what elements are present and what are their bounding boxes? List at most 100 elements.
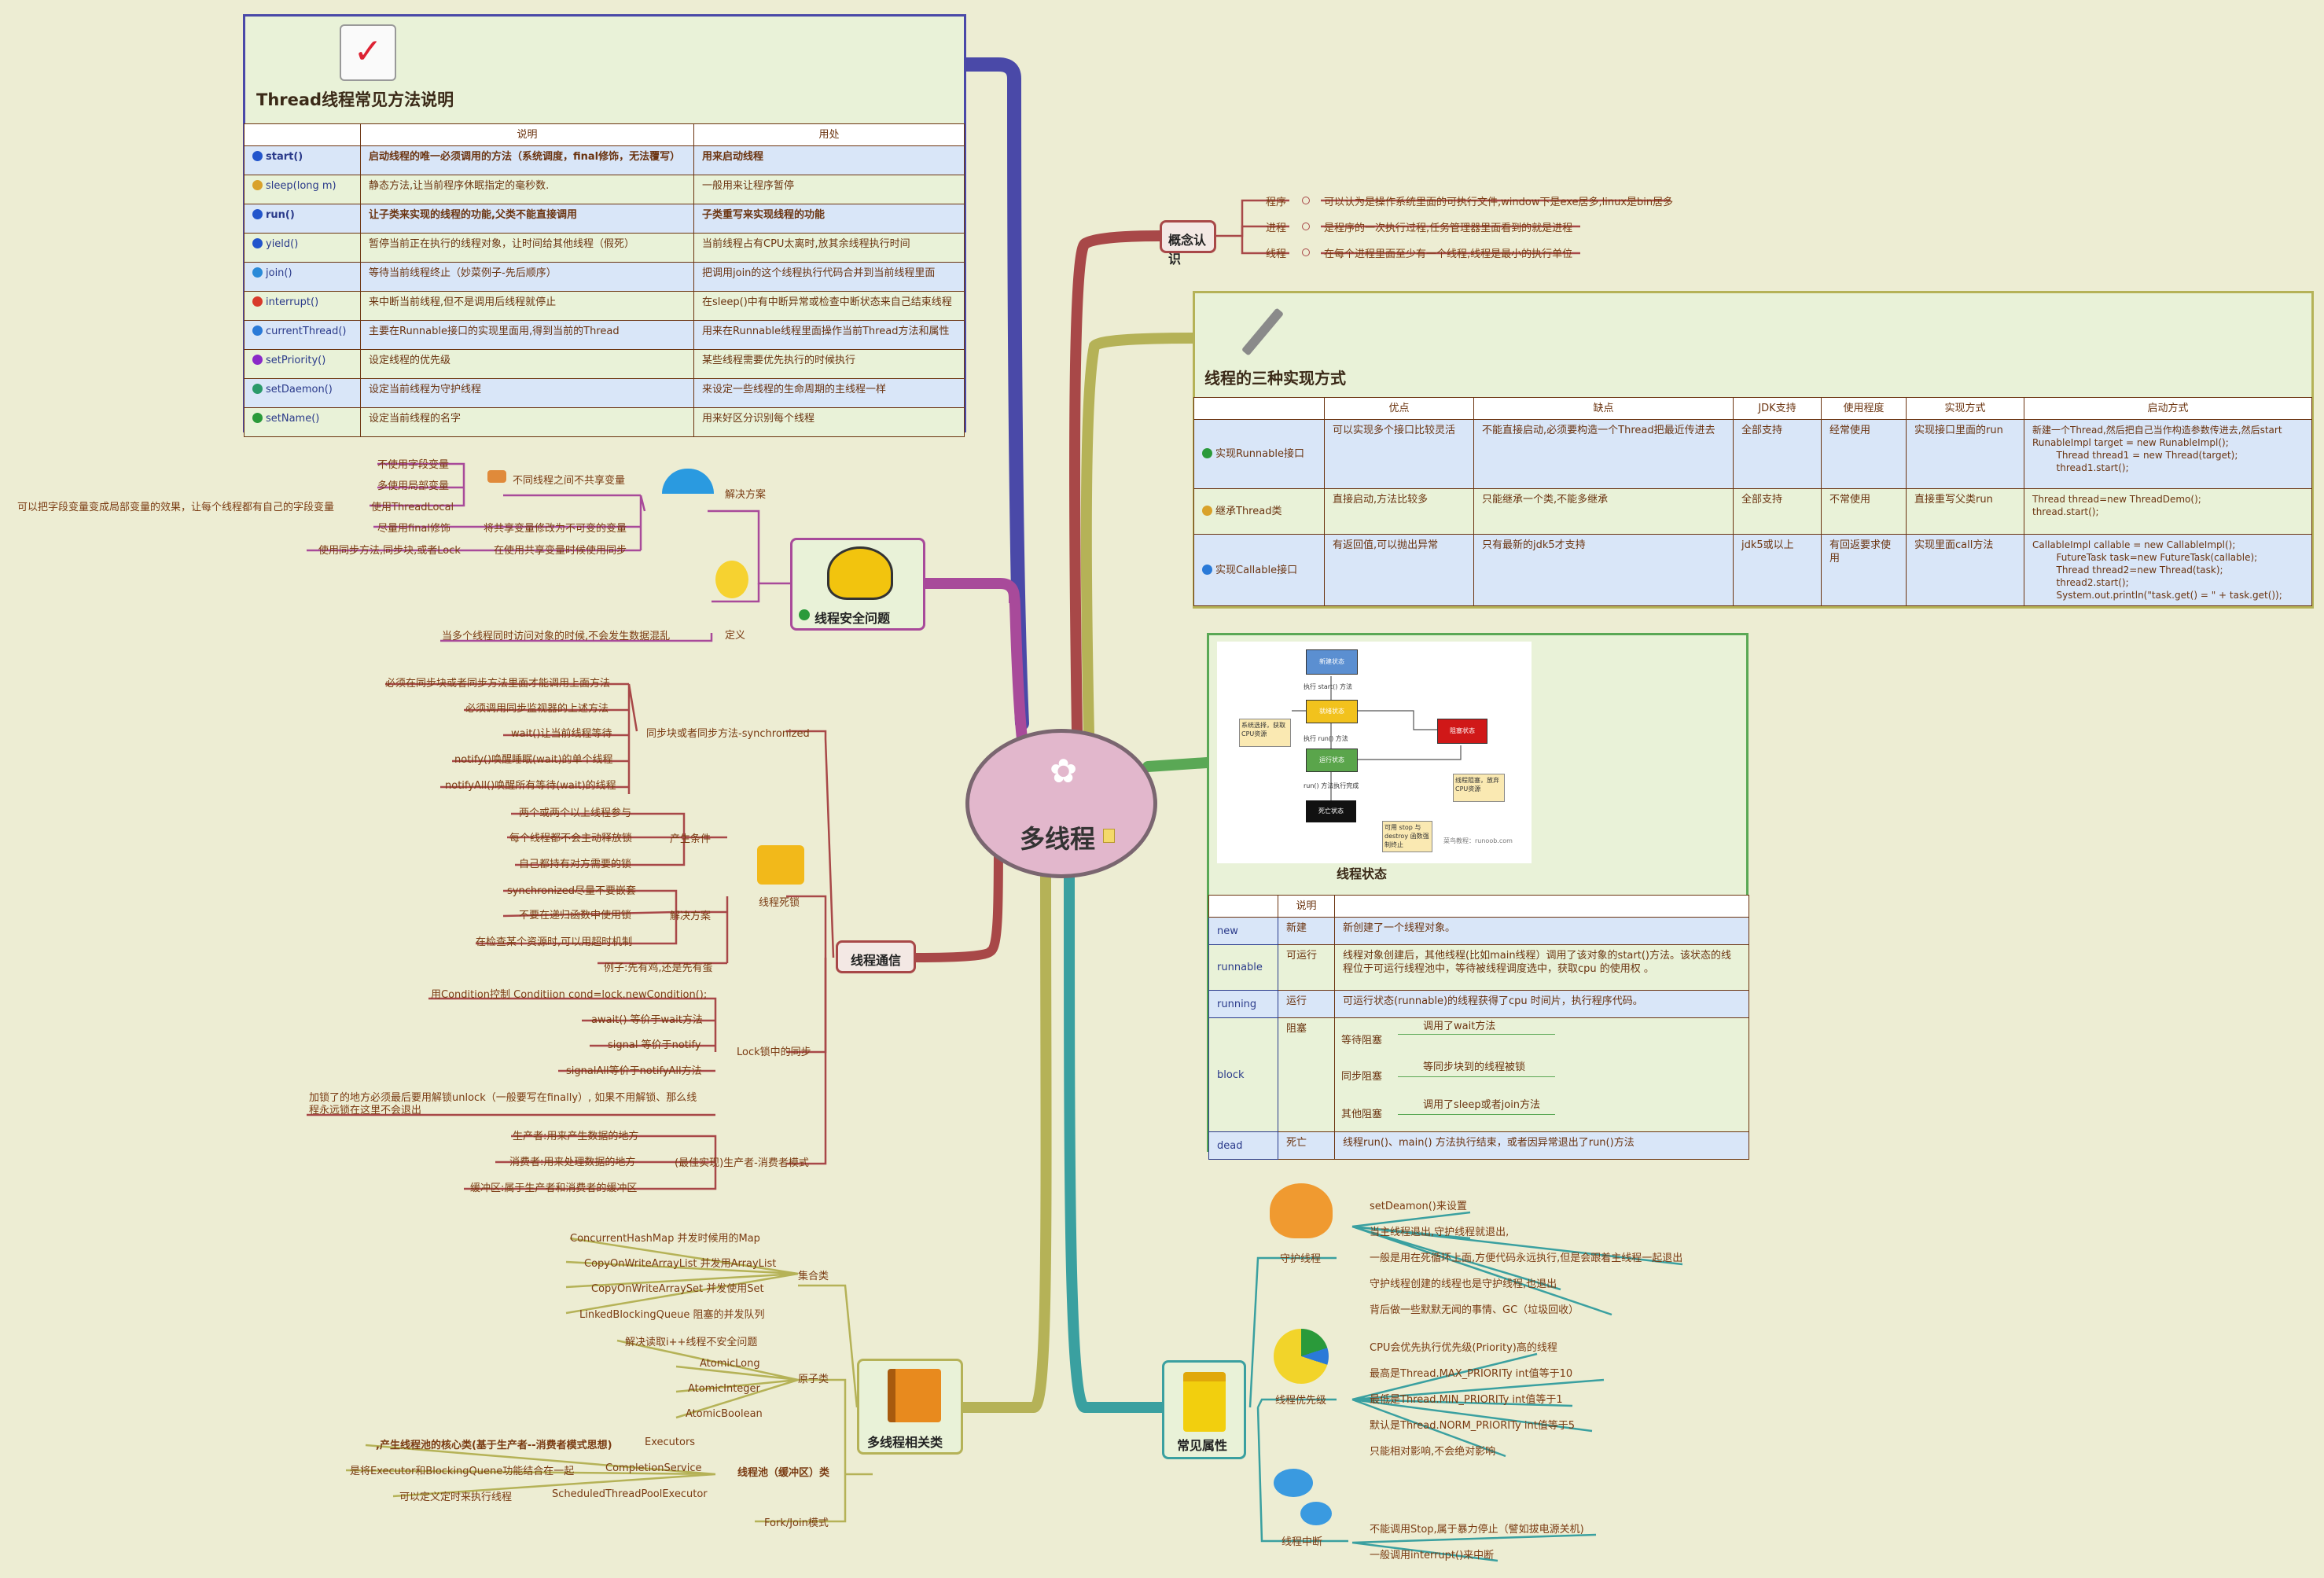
concept-value[interactable]: 可以认为是操作系统里面的可执行文件,window下是exe居多,linux是bi… [1324,197,1674,208]
definition-label[interactable]: 定义 [725,630,746,642]
lock-item[interactable]: 加锁了的地方必须最后要用解锁unlock（一般要写在finally）, 如果不用… [309,1092,697,1104]
atomic-label[interactable]: 原子类 [798,1374,829,1385]
definition-text[interactable]: 当多个线程同时访问对象的时候,不会发生数据混乱 [442,631,671,642]
cond-item[interactable]: 自己都持有对方需要的锁 [519,859,632,870]
safety-item[interactable]: 不使用字段变量 [377,459,450,471]
lock-item[interactable]: signal 等价于notify [608,1039,701,1051]
safety-item[interactable]: 多使用局部变量 [377,480,450,492]
atomic-item[interactable]: AtomicLong [700,1358,760,1370]
pie-icon [1274,1329,1329,1384]
safety-item[interactable]: 使用同步方法,同步块,或者Lock [318,545,461,557]
coll-item[interactable]: CopyOnWriteArraySet 并发使用Set [591,1283,764,1295]
sol-item[interactable]: 在检查某个资源时,可以用超时机制 [476,936,633,948]
prio-item[interactable]: 只能相对影响,不会绝对影响 [1370,1446,1496,1458]
method-icon [252,296,263,307]
prio-item[interactable]: 最高是Thread.MAX_PRIORITy int值等于10 [1370,1368,1573,1380]
coll-label[interactable]: 集合类 [798,1271,829,1282]
comm-node[interactable]: 线程通信 [836,940,916,973]
safety-item[interactable]: 使用ThreadLocal [371,502,454,513]
concept-node[interactable]: 概念认识 [1160,220,1216,267]
daemon-item[interactable]: 背后做一些默默无闻的事情、GC（垃圾回收） [1370,1304,1579,1316]
prio-label[interactable]: 线程优先级 [1275,1395,1327,1407]
lock-item[interactable]: await() 等价于wait方法 [591,1014,703,1026]
daemon-item[interactable]: setDeamon()来设置 [1370,1201,1467,1212]
lock-item[interactable]: signalAll等价于notifyAll方法 [566,1065,702,1077]
intr-label[interactable]: 线程中断 [1282,1536,1323,1548]
common-node[interactable]: 常见属性 [1162,1360,1246,1459]
lock-label[interactable]: Lock锁中的同步 [737,1046,811,1058]
intr-item[interactable]: 一般调用interrupt()来中断 [1370,1550,1495,1561]
sol-item[interactable]: 不要在递归函数中使用锁 [519,910,632,921]
atomic-item[interactable]: AtomicInteger [688,1383,760,1395]
forkjoin[interactable]: Fork/Join模式 [764,1517,829,1529]
no-share-label[interactable]: 不同线程之间不共享变量 [513,475,626,487]
atomic-item[interactable]: 解决读取i++线程不安全问题 [625,1337,758,1348]
deadlock-label[interactable]: 线程死锁 [759,897,800,909]
sync-label[interactable]: 同步块或者同步方法-synchronized [646,728,810,740]
play-icon [799,609,810,620]
lock-icon [757,845,804,885]
sol-label[interactable]: 解决方案 [670,910,712,922]
concept-key[interactable]: 线程 [1266,248,1287,260]
coll-item[interactable]: CopyOnWriteArrayList 并发用ArrayList [584,1258,777,1270]
daemon-label[interactable]: 守护线程 [1280,1253,1322,1265]
example[interactable]: 例子:先有鸡,还是先有蛋 [604,962,713,974]
pc-item[interactable]: 缓冲区:属于生产者和消费者的缓冲区 [470,1183,638,1194]
pool-value[interactable]: ,产生线程池的核心类(基于生产者--消费者模式思想) [376,1440,612,1451]
threadlocal-note[interactable]: 可以把字段变量变成局部变量的效果，让每个线程都有自己的字段变量 [17,502,335,513]
prio-item[interactable]: 默认是Thread.NORM_PRIORITy int值等于5 [1370,1420,1576,1432]
state-desc: 等待阻塞调用了wait方法同步阻塞等同步块到的线程被锁其他阻塞调用了sleep或… [1334,1017,1749,1132]
lock-note[interactable]: 在使用共享变量时候使用同步 [494,545,627,557]
prio-item[interactable]: CPU会优先执行优先级(Priority)高的线程 [1370,1342,1557,1354]
helmet-icon [827,546,893,600]
pc-label[interactable]: (最佳实现)生产者-消费者模式 [675,1157,809,1169]
concept-value[interactable]: 是程序的一次执行过程,任务管理器里面看到的就是进程 [1324,223,1573,234]
solution-label[interactable]: 解决方案 [725,489,767,501]
pool-key[interactable]: ScheduledThreadPoolExecutor [552,1488,708,1500]
method-name-cell: yield() [244,233,361,263]
pool-key[interactable]: CompletionService [605,1462,702,1474]
bag-icon [1183,1372,1226,1432]
coll-item[interactable]: ConcurrentHashMap 并发时候用的Map [570,1233,760,1245]
safety-item[interactable]: 尽量用final修饰 [377,523,451,535]
cond-label[interactable]: 产生条件 [670,833,712,845]
coll-item[interactable]: LinkedBlockingQueue 阻塞的并发队列 [579,1309,765,1321]
atomic-item[interactable]: AtomicBoolean [686,1408,763,1420]
pool-key[interactable]: Executors [645,1436,696,1448]
sync-item[interactable]: wait()让当前线程等待 [511,728,612,740]
intr-item[interactable]: 不能调用Stop,属于暴力停止（譬如拔电源关机) [1370,1524,1584,1536]
center-node[interactable]: ✿ 多线程 [965,729,1157,878]
method-name-cell: setDaemon() [244,378,361,408]
prio-item[interactable]: 最低是Thread.MIN_PRIORITy int值等于1 [1370,1394,1563,1406]
concept-value[interactable]: 在每个进程里面至少有一个线程,线程是最小的执行单位 [1324,248,1573,260]
concept-key[interactable]: 程序 [1266,197,1287,208]
sol-item[interactable]: synchronized尽量不要嵌套 [507,885,637,897]
cond-item[interactable]: 每个线程都不会主动释放锁 [509,833,633,844]
pool-value[interactable]: 是将Executor和BlockingQuene功能结合在一起 [350,1466,575,1477]
sync-item[interactable]: notifyAll()唤醒所有等待(wait)的线程 [445,780,616,792]
pool-value[interactable]: 可以定义定时来执行线程 [399,1492,513,1503]
pool-label[interactable]: 线程池（缓冲区）类 [737,1467,830,1479]
lock-item[interactable]: 用Condition控制 Conditiion cond=lock.newCon… [431,989,708,1001]
block-sub-val: 调用了sleep或者join方法 [1423,1099,1541,1111]
concept-key[interactable]: 进程 [1266,223,1287,234]
daemon-item[interactable]: 守护线程创建的线程也是守护线程,也退出 [1370,1278,1557,1290]
block-sub-row: 其他阻塞 调用了sleep或者join方法 [1335,1094,1749,1131]
safety-node[interactable]: 线程安全问题 [790,538,925,631]
sync-item[interactable]: 必须在同步块或者同步方法里面才能调用上面方法 [385,678,611,690]
pc-item[interactable]: 消费者:用来处理数据的地方 [509,1157,636,1168]
impl-icon [1202,448,1212,458]
related-node[interactable]: 多线程相关类 [857,1359,963,1455]
final-note[interactable]: 将共享变量修改为不可变的变量 [484,523,627,535]
pc-item[interactable]: 生产者:用来产生数据的地方 [513,1131,639,1142]
impl-way: 实现里面call方法 [1906,534,2024,606]
daemon-item[interactable]: 一般是用在死循环上面,方便代码永远执行,但是会跟着主线程一起退出 [1370,1252,1683,1264]
state-header: 说明 [1278,895,1335,918]
sync-item[interactable]: 必须调用同步监视器的上述方法 [465,703,609,715]
sync-item[interactable]: notify()唤醒睡眠(wait)的单个线程 [454,754,613,766]
lock-item[interactable]: 程永远锁在这里不会退出 [309,1105,422,1116]
block-sub-key: 其他阻塞 [1341,1109,1383,1120]
daemon-item[interactable]: 当主线程退出,守护线程就退出, [1370,1227,1509,1238]
cond-item[interactable]: 两个或两个以上线程参与 [519,807,632,819]
